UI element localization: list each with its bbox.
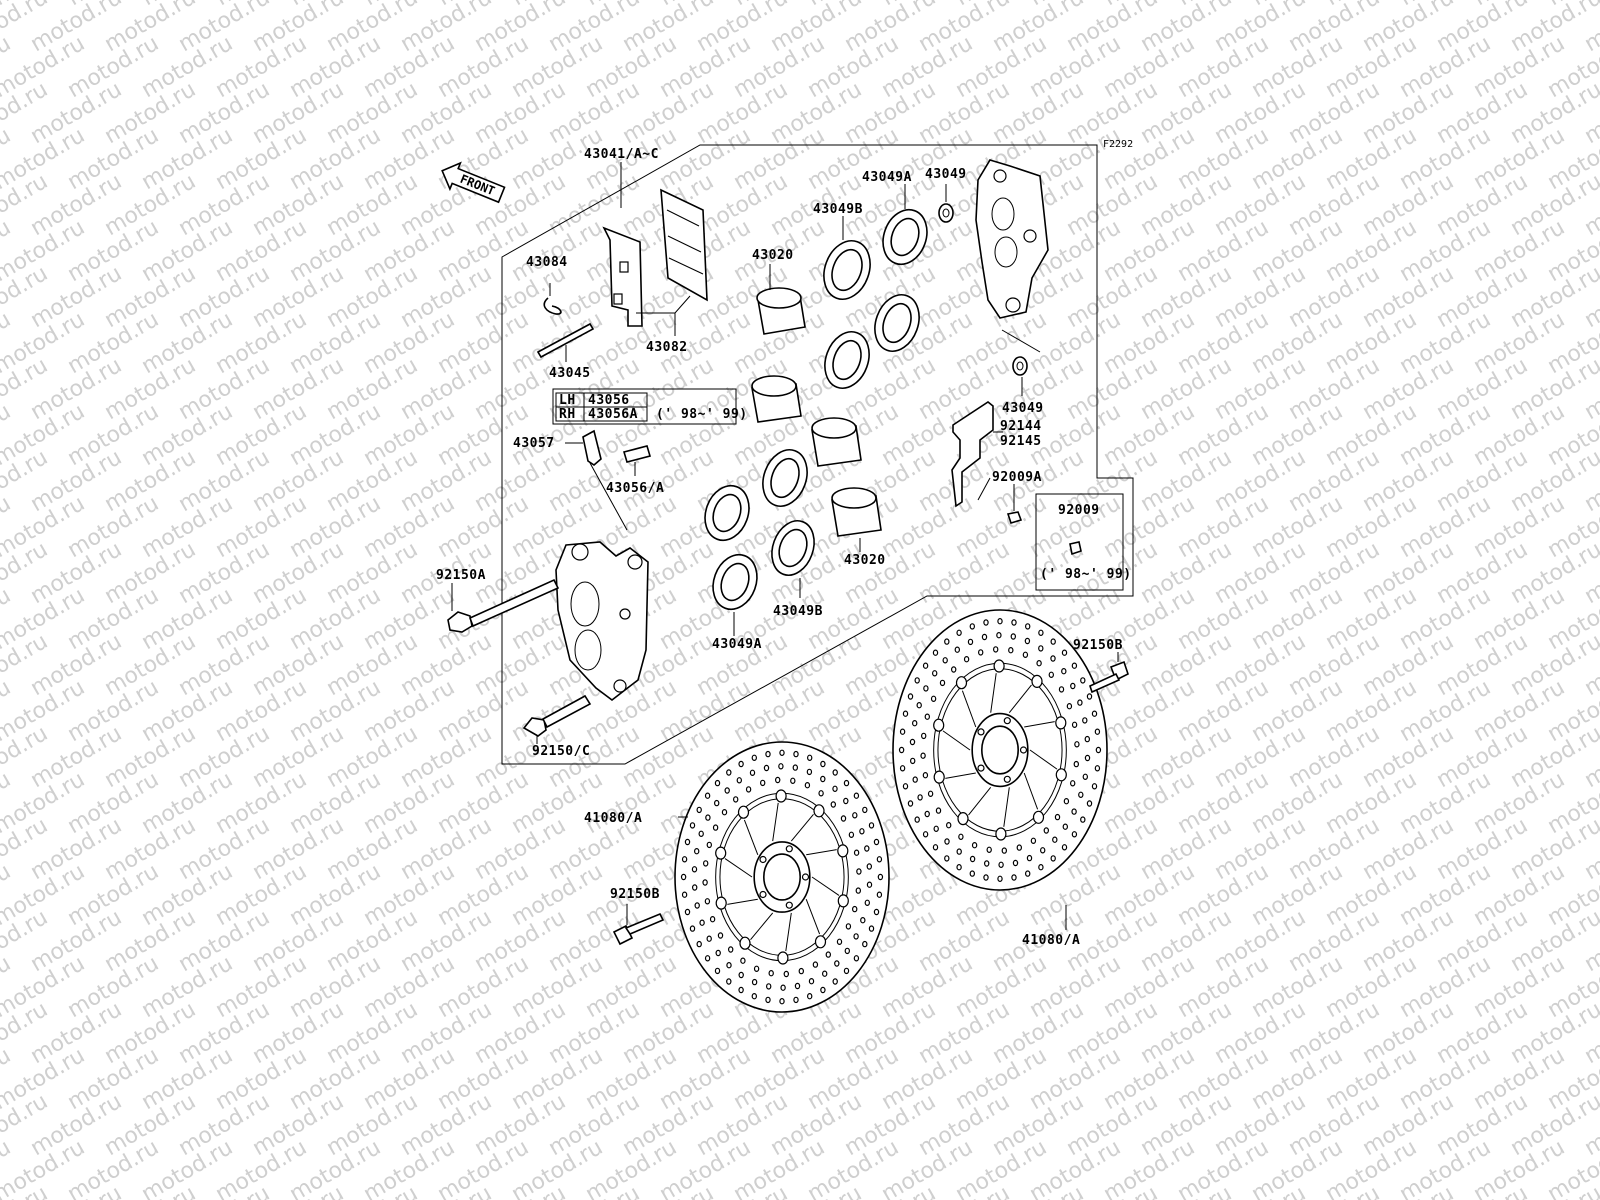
washer-43049-top-icon (938, 203, 954, 223)
label-43020-top: 43020 (752, 248, 794, 263)
label-43049-mid: 43049 (1002, 401, 1044, 416)
piston-43020-top-icon (756, 287, 806, 335)
clip-icon (543, 297, 562, 315)
assembly-outline (501, 144, 1134, 765)
label-41080-right: 41080/A (1022, 933, 1080, 948)
ref-code: F2292 (1103, 139, 1133, 150)
variant-lh-side: LH (559, 393, 576, 408)
label-43045: 43045 (549, 366, 591, 381)
piston-43020-low-icon (831, 487, 882, 537)
seal-lower-mid-icon (762, 449, 808, 507)
label-43056A-fitting: 43056/A (606, 481, 664, 496)
seal-43049A-top-icon (882, 208, 928, 266)
variant-rh-side: RH (559, 407, 576, 422)
brake-disc-left-icon (674, 741, 890, 1013)
seal-43049A-low-icon (712, 553, 758, 611)
bolt-92150B-left-icon (612, 912, 665, 946)
label-43020-low: 43020 (844, 553, 886, 568)
bleeder-cap-icon (582, 429, 602, 467)
variant-years: (' 98~' 99) (656, 407, 748, 422)
seal-mid-right-icon (874, 294, 920, 352)
seal-lower-left-icon (704, 484, 750, 542)
brake-pad-rear-icon (602, 226, 643, 327)
left-caliper-icon (555, 541, 649, 702)
label-43041: 43041/A~C (584, 147, 659, 162)
label-43049B-low: 43049B (773, 604, 823, 619)
bolt-92150B-right-icon (1089, 660, 1129, 694)
label-43049-top: 43049 (925, 167, 967, 182)
label-92009: 92009 (1058, 503, 1100, 518)
label-92009-years: (' 98~' 99) (1040, 567, 1132, 582)
label-92144: 92144 (1000, 419, 1042, 434)
label-92145: 92145 (1000, 434, 1042, 449)
inset-92009 (1035, 493, 1124, 591)
bolt-92150C-icon (522, 694, 592, 737)
piston-mid-icon (751, 375, 802, 423)
label-41080-left: 41080/A (584, 811, 642, 826)
label-92150A: 92150A (436, 568, 486, 583)
label-43082: 43082 (646, 340, 688, 355)
seal-43049B-low-icon (771, 520, 815, 576)
pin-icon (536, 322, 595, 359)
bleeder-valve-icon (622, 445, 652, 463)
washer-43049-mid-icon (1012, 356, 1028, 376)
bolt-92150A-icon (447, 578, 560, 633)
label-43057: 43057 (513, 436, 555, 451)
seal-mid-icon (824, 331, 870, 389)
pad-spring-icon (951, 401, 994, 508)
label-92150B-left: 92150B (610, 887, 660, 902)
bolt-92009A-icon (1006, 511, 1023, 524)
label-92150C: 92150/C (532, 744, 590, 759)
variant-lh-part: 43056 (588, 393, 630, 408)
seal-43049B-top-icon (823, 240, 871, 300)
label-43049B-top: 43049B (813, 202, 863, 217)
right-caliper-icon (975, 159, 1049, 319)
label-43049A-top: 43049A (862, 170, 912, 185)
label-92009A: 92009A (992, 470, 1042, 485)
label-43049A-low: 43049A (712, 637, 762, 652)
brake-disc-right-icon (892, 609, 1108, 891)
piston-right-icon (811, 417, 862, 467)
variant-rh-part: 43056A (588, 407, 638, 422)
label-43084: 43084 (526, 255, 568, 270)
label-92150B-right: 92150B (1073, 638, 1123, 653)
brake-pad-front-icon (660, 188, 708, 302)
variant-table: LH 43056 RH 43056A (' 98~' 99) (552, 388, 748, 425)
